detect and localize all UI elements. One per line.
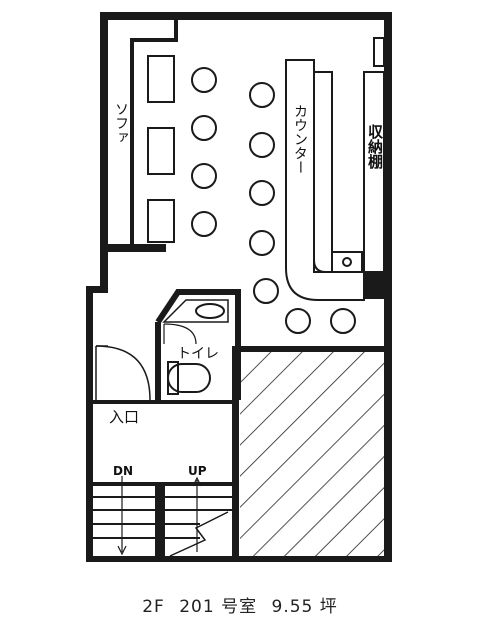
stool <box>191 67 217 93</box>
hatched-area <box>240 352 384 556</box>
sofa-area <box>108 20 178 252</box>
storage-label: 収納棚 <box>366 123 384 170</box>
toilet-room <box>155 289 241 400</box>
toilet-label: トイレ <box>177 346 219 362</box>
stool <box>330 308 356 334</box>
counter-label: カウンター <box>292 104 308 174</box>
stool <box>249 132 275 158</box>
entrance-door <box>95 345 151 401</box>
room-number: 201 号室 <box>179 597 258 617</box>
stool <box>253 278 279 304</box>
stool <box>249 230 275 256</box>
sofa-cushion-2 <box>147 127 175 175</box>
sofa-cushion-3 <box>147 199 175 243</box>
counter <box>285 59 365 301</box>
down-label: DN <box>113 464 133 478</box>
stool <box>249 82 275 108</box>
sink-icon <box>342 257 352 267</box>
sofa-label: ソファ <box>113 102 129 144</box>
stool <box>285 308 311 334</box>
stool <box>249 180 275 206</box>
stairs <box>93 476 232 557</box>
room-area: 9.55 坪 <box>271 597 338 617</box>
floor-number: 2F <box>142 597 165 617</box>
room-caption: 2F 201 号室 9.55 坪 <box>0 592 480 617</box>
stool <box>191 115 217 141</box>
interior-walls <box>93 346 386 560</box>
up-label: UP <box>188 464 207 478</box>
toilet-icon <box>167 363 211 393</box>
storage-shelf <box>363 37 385 299</box>
entrance-label: 入口 <box>109 408 139 426</box>
stool <box>191 163 217 189</box>
stool <box>191 211 217 237</box>
stools <box>191 67 356 334</box>
sofa-cushion-1 <box>147 55 175 103</box>
